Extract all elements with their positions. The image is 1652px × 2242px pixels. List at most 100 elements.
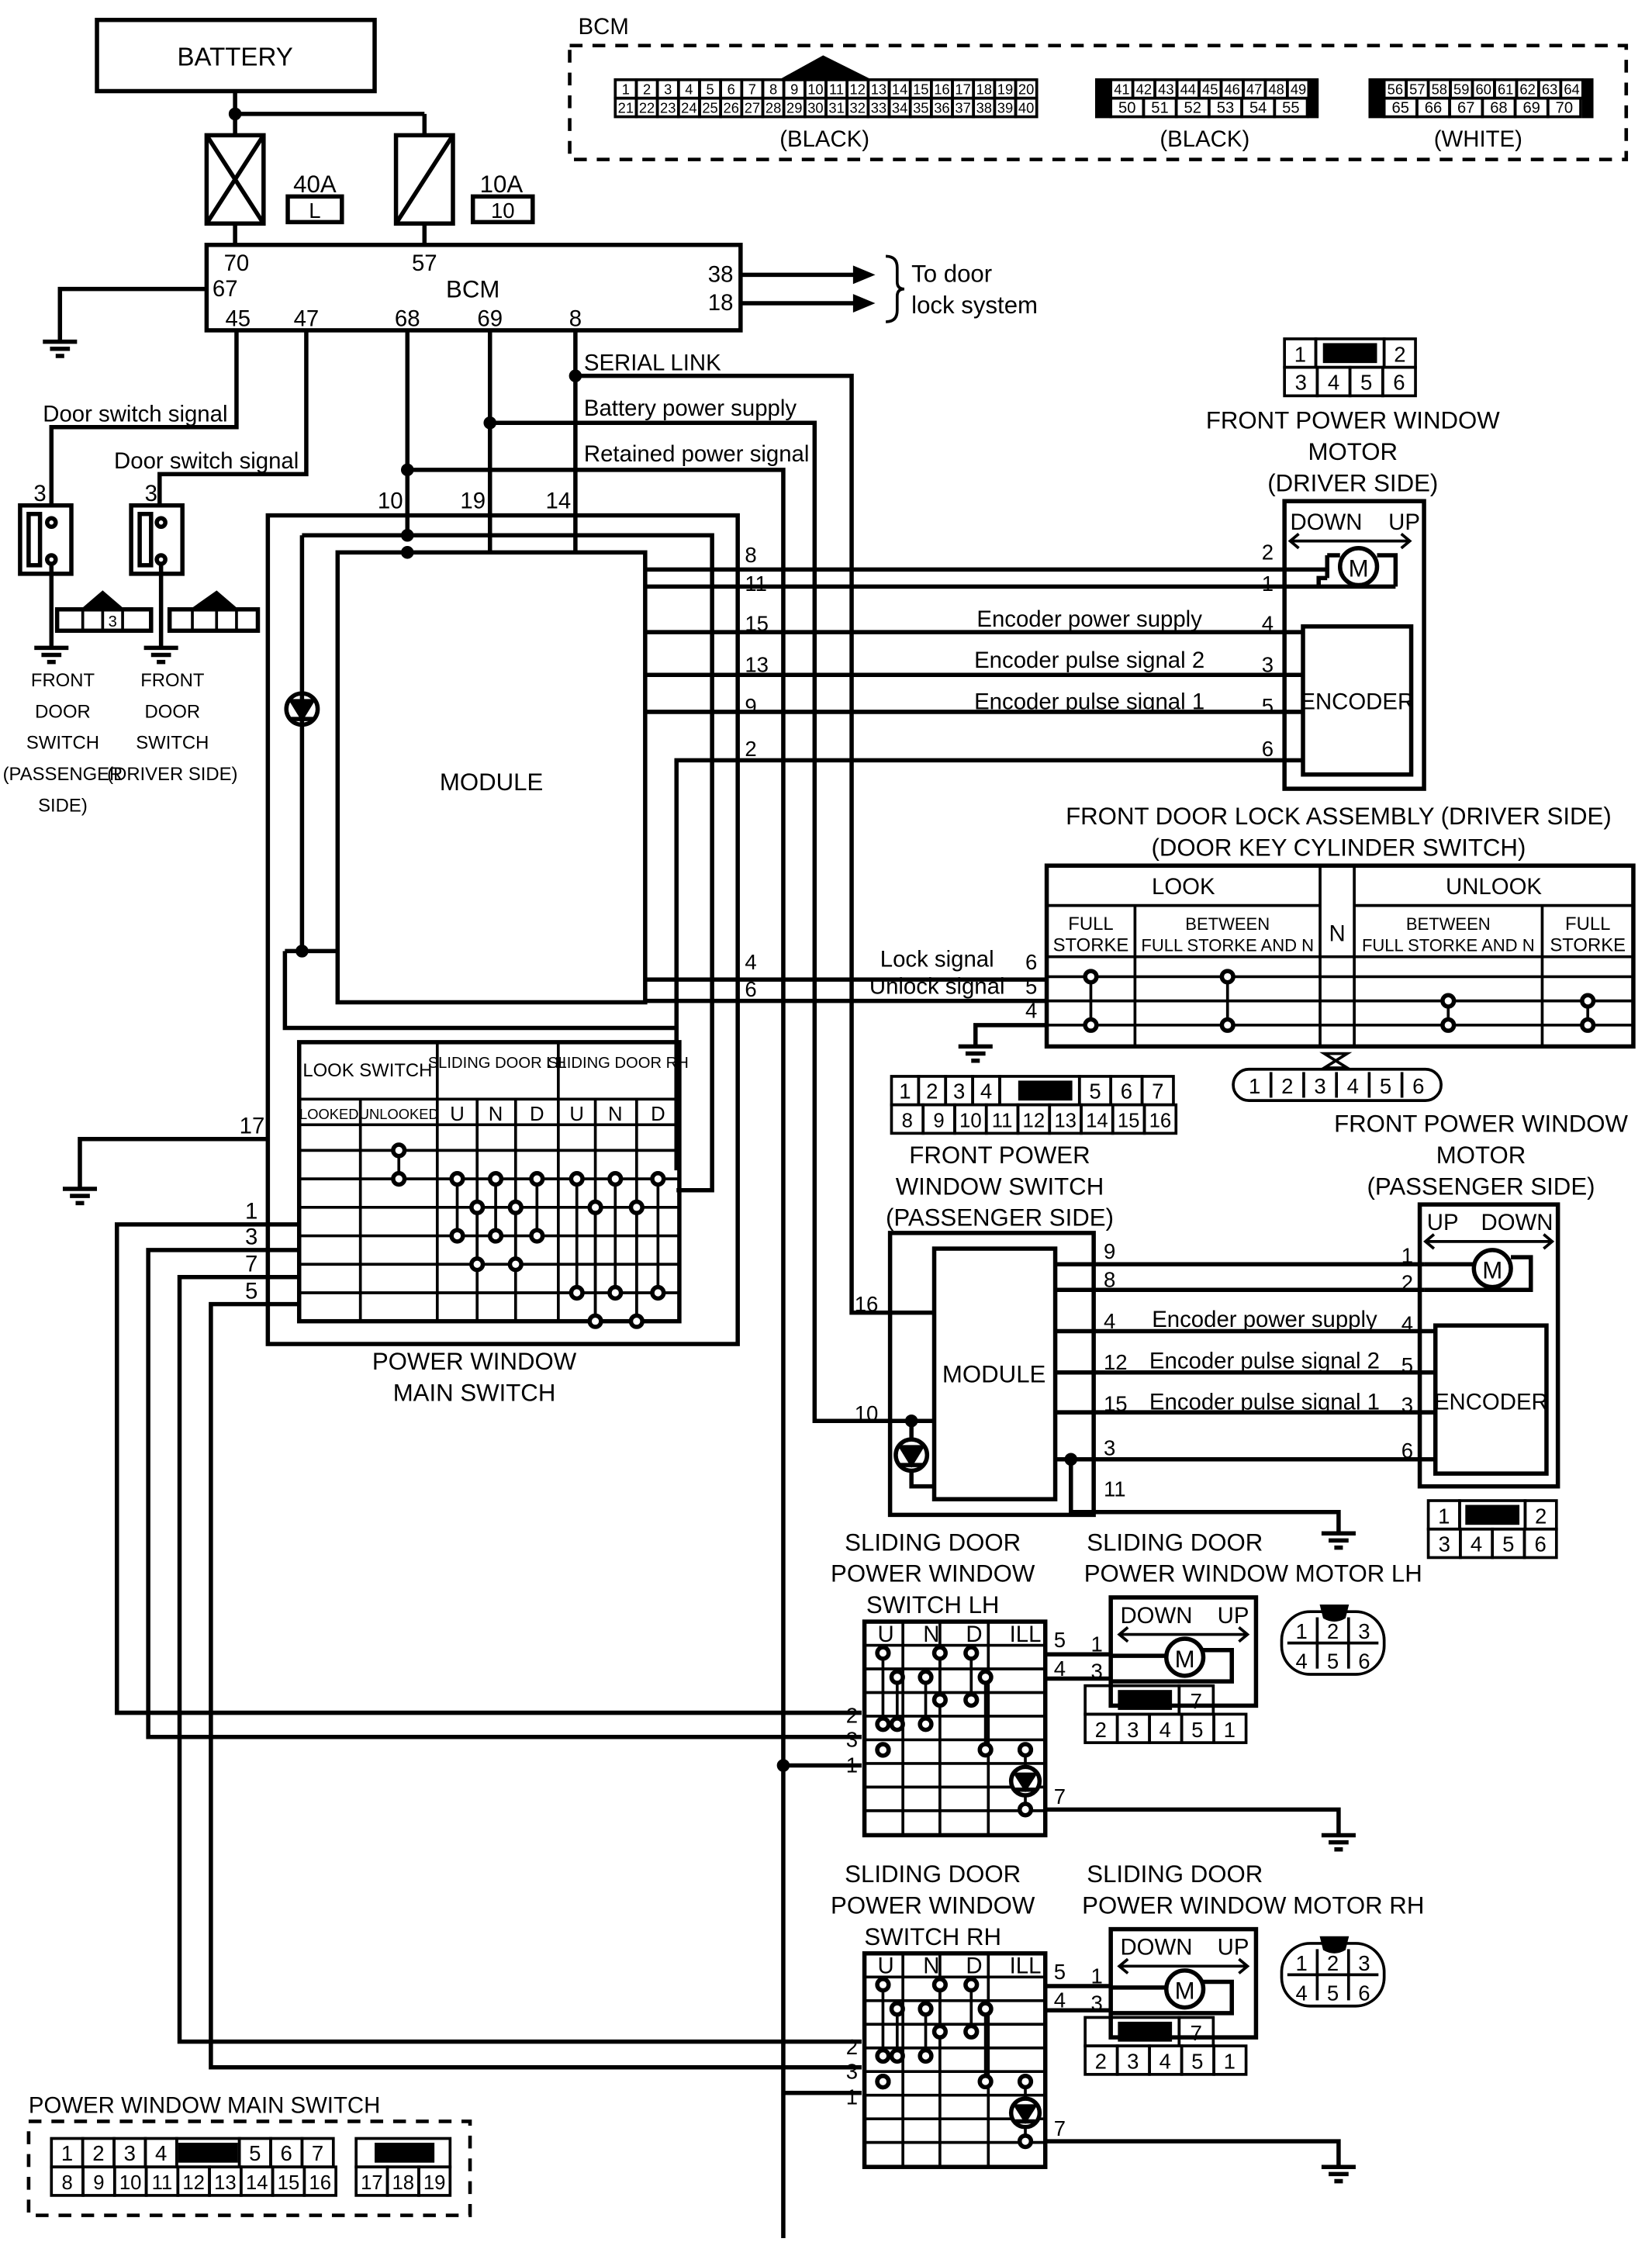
- pass-sw-cavity-14: 14: [1086, 1110, 1108, 1131]
- bcm-connector-title: BCM: [579, 14, 629, 40]
- driver-motor-pin-6: 6: [1262, 737, 1274, 761]
- slh-mpin-3: 3: [1090, 1660, 1102, 1684]
- door-lock-unlook: UNLOOK: [1446, 874, 1542, 900]
- main-switch-module-label: MODULE: [440, 769, 543, 796]
- pass-sw-cavity-2: 2: [926, 1080, 938, 1104]
- bcm-cavity-7: 7: [748, 81, 756, 97]
- srh-mc-cavity-4: 4: [1296, 1981, 1308, 2005]
- pass-sw-cavity-10: 10: [959, 1110, 982, 1131]
- slh-col-U: U: [878, 1622, 894, 1647]
- door-lock-between-2a: BETWEEN: [1406, 914, 1491, 934]
- srh-mc-cavity-5: 5: [1327, 1981, 1339, 2005]
- slh-rpin-7: 7: [1054, 1784, 1066, 1808]
- main-table-unlooked: UNLOOKED: [359, 1106, 439, 1122]
- bcm-cavity-38: 38: [976, 99, 992, 116]
- srh-switch-title-2: POWER WINDOW: [831, 1891, 1035, 1919]
- main-pin-15: 15: [745, 611, 769, 635]
- pass-motor-pin-5: 5: [1401, 1353, 1413, 1377]
- bcm-cavity-1: 1: [622, 81, 630, 97]
- srh-motor-up: UP: [1218, 1935, 1249, 1960]
- pass-pin-11: 11: [1104, 1477, 1126, 1501]
- pass-motor-pin-1: 1: [1401, 1243, 1413, 1267]
- bcm-cavity-43: 43: [1158, 81, 1173, 97]
- main-conn-frame: [26, 2119, 472, 2217]
- slh-rpin-4: 4: [1054, 1656, 1066, 1681]
- bcm-pin-69: 69: [477, 306, 503, 331]
- bcm-cavity-29: 29: [786, 99, 802, 116]
- main-pin-14: 14: [546, 488, 572, 513]
- bcm-cavity-11: 11: [829, 81, 844, 97]
- srh-mc-cavity-1: 1: [1296, 1951, 1308, 1975]
- drv-cavity-3: 3: [1295, 370, 1307, 394]
- door-lock-note-1: To door: [911, 261, 992, 288]
- bcm-cavity-19: 19: [997, 81, 1013, 97]
- main-pin-7: 7: [245, 1251, 257, 1276]
- bcm-cavity-25: 25: [702, 99, 717, 116]
- srh-mc-cavity-6: 6: [1358, 1981, 1370, 2005]
- drv-cavity-6: 6: [1393, 370, 1405, 394]
- main-pin-5: 5: [245, 1278, 257, 1304]
- slh-switch-title-3: SWITCH LH: [866, 1591, 1000, 1618]
- msc-cavity-8: 8: [62, 2172, 73, 2194]
- door-lock-between-1a: BETWEEN: [1185, 914, 1270, 934]
- bcm-cavity-30: 30: [807, 99, 823, 116]
- slh-col-ILL: ILL: [1010, 1622, 1042, 1647]
- slh-sc-cavity-1: 1: [1224, 1718, 1236, 1742]
- srh-lpin-2: 2: [846, 2035, 858, 2059]
- pass-switch-module-label: MODULE: [942, 1361, 1045, 1388]
- bcm-cavity-53: 53: [1217, 99, 1234, 116]
- bcm-cavity-46: 46: [1224, 81, 1239, 97]
- bcm-cavity-37: 37: [955, 99, 970, 116]
- fuse-10a-code: 10: [491, 199, 515, 223]
- pass-switch-title-1: FRONT POWER: [909, 1142, 1090, 1169]
- pass-sw-cavity-13: 13: [1054, 1110, 1077, 1131]
- driver-motor-title-1: FRONT POWER WINDOW: [1206, 407, 1500, 434]
- fuse-10a-rating: 10A: [480, 171, 524, 198]
- bcm-cavity-10: 10: [807, 81, 823, 97]
- pass-motor-up: UP: [1427, 1210, 1459, 1235]
- door-switch-pass-pin: 3: [33, 481, 46, 506]
- pass-pin-8: 8: [1104, 1268, 1115, 1292]
- driver-encoder-power-supply: Encoder power supply: [976, 606, 1202, 632]
- slh-motor-title-1: SLIDING DOOR: [1087, 1529, 1263, 1556]
- msc-cavity-4: 4: [155, 2141, 167, 2165]
- bcm-cavity-66: 66: [1425, 99, 1442, 116]
- main-pin-2: 2: [745, 737, 756, 761]
- door-switch-pass-label-3: SWITCH: [26, 733, 99, 754]
- door-lock-full-2b: STORKE: [1550, 934, 1626, 955]
- main-table-look-switch: LOOK SWITCH: [302, 1060, 432, 1081]
- bcm-cavity-40: 40: [1018, 99, 1034, 116]
- drv-cavity-4: 4: [1328, 370, 1339, 394]
- srh-sc-cavity-2: 2: [1095, 2050, 1107, 2074]
- drv-cavity-2: 2: [1394, 342, 1405, 366]
- driver-motor-pin-5: 5: [1262, 694, 1274, 718]
- door-lock-n: N: [1329, 921, 1345, 947]
- bcm-cavity-57: 57: [1409, 81, 1425, 97]
- bcm-cavity-27: 27: [745, 99, 760, 116]
- door-switch-driver-label-3: SWITCH: [136, 733, 209, 754]
- main-pin-8: 8: [745, 543, 756, 567]
- slh-sc-cavity-2: 2: [1095, 1718, 1107, 1742]
- door-switch-driver-label-2: DOOR: [145, 701, 201, 722]
- pass-encoder-pulse-1: Encoder pulse signal 1: [1149, 1390, 1380, 1415]
- slh-sc-cavity-5: 5: [1191, 1718, 1203, 1742]
- pass-switch-title-2: WINDOW SWITCH: [896, 1173, 1104, 1200]
- pass-motor-m-label: M: [1482, 1257, 1502, 1284]
- door-lock-full-1a: FULL: [1068, 914, 1113, 934]
- bcm-cavity-44: 44: [1180, 81, 1196, 97]
- retained-power-signal-label: Retained power signal: [584, 441, 810, 467]
- pass-pin-4: 4: [1104, 1309, 1115, 1333]
- msc-cavity-15: 15: [278, 2172, 300, 2194]
- door-switch-pass-label-4: (PASSENGER: [3, 764, 123, 785]
- pass-motor-pin-3: 3: [1401, 1393, 1413, 1417]
- srh-mpin-1: 1: [1090, 1964, 1102, 1988]
- bcm-pin-8: 8: [569, 306, 582, 331]
- pass-encoder-power-supply: Encoder power supply: [1152, 1307, 1377, 1332]
- pass-pin-9: 9: [1104, 1239, 1115, 1263]
- pass-motor-m: [1471, 1248, 1513, 1290]
- bcm-cavity-55: 55: [1282, 99, 1299, 116]
- pmc-cavity-3: 3: [1439, 1532, 1450, 1556]
- srh-sc-cavity-4: 4: [1160, 2050, 1171, 2074]
